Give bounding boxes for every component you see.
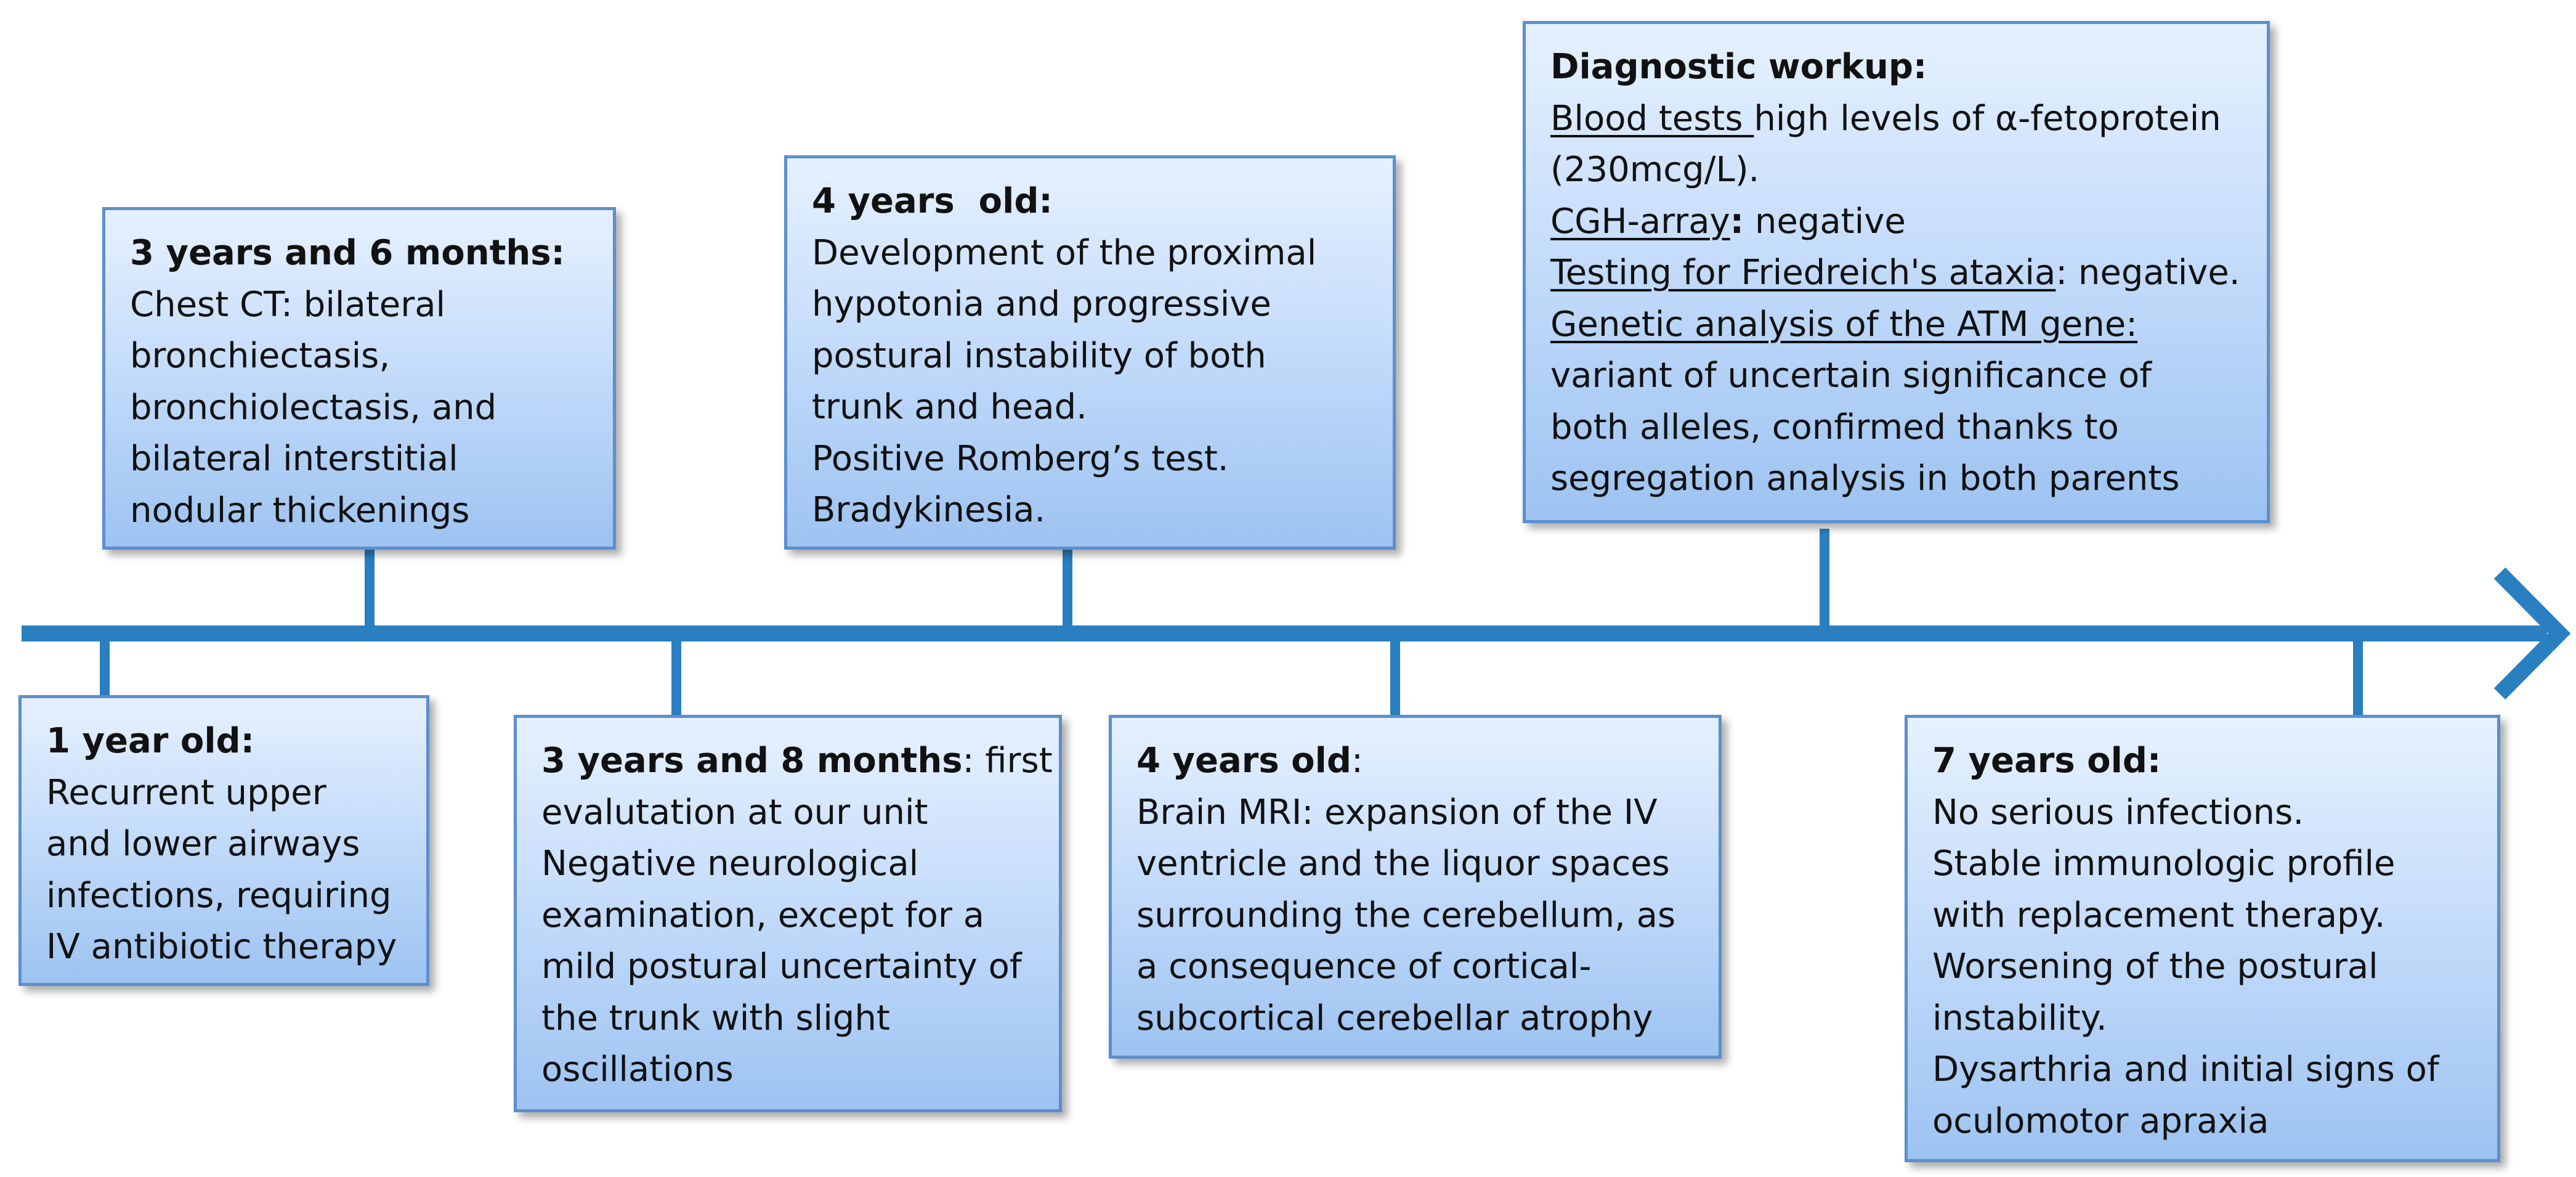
cgh-array-text: negative	[1744, 201, 1906, 242]
event-text-line: bronchiectasis,	[130, 336, 391, 376]
event-title: 3 years and 8 months	[541, 741, 963, 781]
event-text-line: Positive Romberg’s test.	[812, 438, 1229, 479]
friedreich-text: : negative.	[2056, 253, 2240, 293]
event-text-line: Stable immunologic profile	[1932, 844, 2396, 884]
event-text-line: a consequence of cortical-	[1136, 947, 1592, 987]
blood-tests-label: Blood tests	[1550, 98, 1754, 139]
event-title: Diagnostic workup:	[1550, 47, 1927, 87]
event-box-4y-mri: 4 years old: Brain MRI: expansion of the…	[1109, 715, 1722, 1059]
event-title: 3 years and 6 months:	[130, 233, 565, 273]
event-box-3y8m: 3 years and 8 months: first evalutation …	[514, 715, 1062, 1112]
event-title-suffix: : first	[962, 741, 1053, 781]
event-text-line: Brain MRI: expansion of the IV	[1136, 792, 1658, 833]
event-text-line: evalutation at our unit	[541, 792, 928, 833]
event-text-line: oscillations	[541, 1049, 734, 1089]
cgh-array-label: CGH-array	[1550, 201, 1730, 242]
friedreich-label: Testing for Friedreich's ataxia	[1550, 253, 2056, 293]
event-text-line: postural instability of both	[812, 335, 1266, 376]
friedreich-line: Testing for Friedreich's ataxia: negativ…	[1550, 247, 2248, 299]
event-text-line: infections, requiring	[46, 875, 392, 916]
event-title: 1 year old:	[46, 721, 254, 761]
event-text-line: hypotonia and progressive	[812, 284, 1271, 324]
event-text-line: the trunk with slight	[541, 998, 890, 1038]
blood-tests-text-2: (230mcg/L).	[1550, 150, 1760, 190]
atm-gene-label: Genetic analysis of the ATM gene:	[1550, 304, 2138, 344]
blood-tests-text: high levels of α-fetoprotein	[1754, 98, 2221, 139]
event-title-line: 3 years and 8 months: first	[541, 735, 1053, 787]
event-text-line: Worsening of the postural	[1932, 947, 2378, 987]
event-text-line: both alleles, confirmed thanks to	[1550, 407, 2119, 447]
event-text-line: surrounding the cerebellum, as	[1136, 895, 1676, 935]
event-text-line: segregation analysis in both parents	[1550, 458, 2180, 499]
event-text-line: Negative neurological	[541, 844, 919, 884]
event-title: 4 years old:	[812, 181, 1053, 221]
timeline-arrowhead	[2493, 567, 2571, 700]
event-text-line: No serious infections.	[1932, 792, 2304, 833]
event-text-line: ventricle and the liquor spaces	[1136, 844, 1670, 884]
event-text-line: Bradykinesia.	[812, 490, 1046, 530]
cgh-array-colon: :	[1730, 201, 1744, 242]
event-text-line: oculomotor apraxia	[1932, 1101, 2269, 1141]
event-text-line: Recurrent upper	[46, 772, 326, 813]
event-box-7-years: 7 years old: No serious infections. Stab…	[1905, 715, 2500, 1162]
event-box-1-year: 1 year old: Recurrent upper and lower ai…	[18, 695, 429, 986]
event-text-line: trunk and head.	[812, 387, 1087, 427]
event-text-line: nodular thickenings	[130, 490, 470, 531]
event-title: 7 years old:	[1932, 741, 2161, 781]
event-text-line: and lower airways	[46, 824, 360, 864]
event-text-line: mild postural uncertainty of	[541, 947, 1022, 987]
blood-tests-line: Blood tests high levels of α-fetoprotein	[1550, 93, 2248, 145]
event-title-suffix: :	[1351, 741, 1363, 781]
event-text-line: Chest CT: bilateral	[130, 284, 446, 325]
event-title: 4 years old	[1136, 741, 1351, 781]
event-text-line: examination, except for a	[541, 895, 985, 935]
atm-gene-line: Genetic analysis of the ATM gene:	[1550, 299, 2248, 351]
event-text-line: Development of the proximal	[812, 232, 1317, 273]
event-text-line: IV antibiotic therapy	[46, 927, 397, 967]
event-text-line: bronchiolectasis, and	[130, 387, 497, 428]
cgh-array-line: CGH-array: negative	[1550, 196, 2248, 248]
event-text-line: bilateral interstitial	[130, 439, 458, 479]
event-box-3y6m: 3 years and 6 months: Chest CT: bilatera…	[102, 207, 616, 550]
event-text-line: with replacement therapy.	[1932, 895, 2386, 935]
event-text-line: instability.	[1932, 998, 2107, 1038]
event-text-line: subcortical cerebellar atrophy	[1136, 998, 1653, 1038]
event-text-line: Dysarthria and initial signs of	[1932, 1049, 2439, 1089]
event-text-line: variant of uncertain significance of	[1550, 356, 2152, 396]
event-box-diagnostic-workup: Diagnostic workup: Blood tests high leve…	[1523, 21, 2270, 523]
event-title-line: 4 years old:	[1136, 735, 1700, 787]
event-box-4y-development: 4 years old: Development of the proximal…	[784, 155, 1396, 550]
